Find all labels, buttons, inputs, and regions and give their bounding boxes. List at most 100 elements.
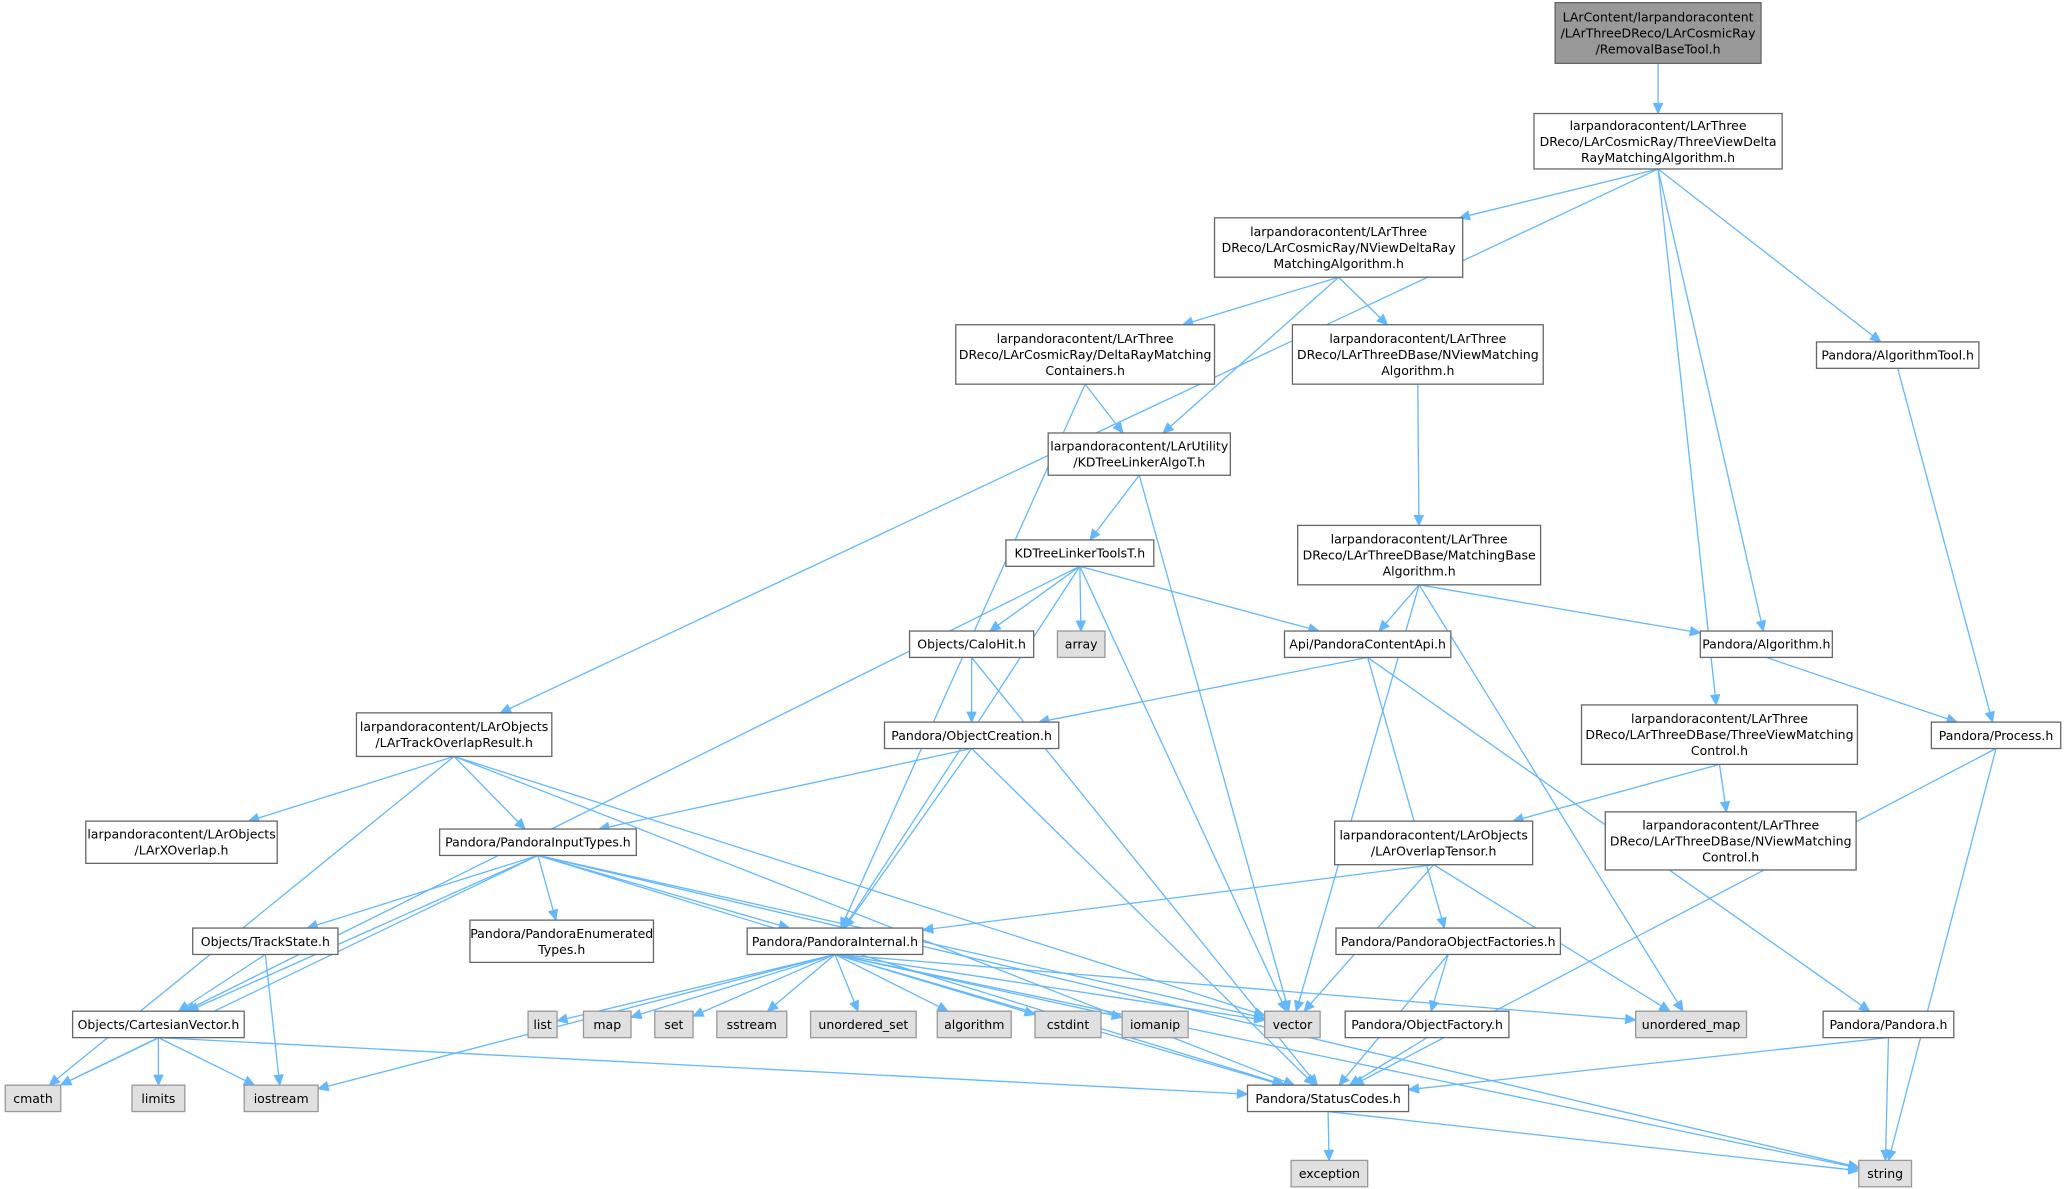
node-pandora-pandora-h[interactable]: Pandora/Pandora.h [1822, 1010, 1955, 1039]
node-pandora-pandoraobjectfactories-h[interactable]: Pandora/PandoraObjectFactories.h [1335, 927, 1562, 956]
node-label-line: iostream [254, 1091, 309, 1106]
node-pandora-objectcreation-h[interactable]: Pandora/ObjectCreation.h [883, 721, 1060, 750]
arrowhead-icon [1858, 1000, 1871, 1012]
node-unordered-map: unordered_map [1634, 1010, 1748, 1039]
edge-n2-n6 [1170, 276, 1340, 427]
arrowhead-icon [1294, 999, 1305, 1013]
node-label-line: larpandoracontent/LArThree [1250, 224, 1427, 239]
arrowhead-icon [1277, 999, 1287, 1013]
arrowhead-icon [1303, 1074, 1316, 1086]
node-objects-calohit-h[interactable]: Objects/CaloHit.h [908, 630, 1035, 659]
node-label-line: cstdint [1047, 1017, 1090, 1032]
edge-n19-n23 [932, 864, 1434, 930]
node-objects-cartesianvector-h[interactable]: Objects/CartesianVector.h [71, 1010, 245, 1039]
node-label-line: unordered_map [1642, 1017, 1741, 1032]
edge-n16-n43 [1890, 748, 1997, 1151]
node-larpandoracontent-larutility-kdtreelinkeralgot-h[interactable]: larpandoracontent/LArUtility/KDTreeLinke… [1047, 432, 1232, 476]
arrowhead-icon [513, 817, 526, 830]
arrowhead-icon [48, 1074, 61, 1086]
edge-layer [48, 63, 1997, 1175]
edge-n18-n25 [196, 854, 539, 1008]
edge-n15-n20 [1718, 764, 1726, 803]
node-box [1604, 811, 1857, 871]
arrowhead-icon [1253, 1013, 1266, 1024]
edge-n15-n19 [1522, 763, 1720, 820]
arrowhead-icon [1719, 800, 1731, 814]
node-larpandoracontent-larthreedreco-larcosmicray-threeviewdeltaraymatchingalgorithm-h[interactable]: larpandoracontent/LArThreeDReco/LArCosmi… [1533, 112, 1783, 170]
edge-n23-n27 [640, 953, 836, 1015]
node-label-line: Types.h [537, 942, 585, 957]
node-larpandoracontent-larthreedreco-larcosmicray-deltaraymatchingcontainers-h[interactable]: larpandoracontent/LArThreeDReco/LArCosmi… [955, 324, 1216, 385]
arrowhead-icon [1112, 421, 1124, 434]
node-pandora-statuscodes-h[interactable]: Pandora/StatusCodes.h [1246, 1084, 1410, 1113]
edge-n12-n16 [1766, 656, 1948, 720]
node-larpandoracontent-larthreedreco-larthreedbase-threeviewmatchingcontrol-h[interactable]: larpandoracontent/LArThreeDReco/LArThree… [1580, 704, 1859, 766]
node-pandora-algorithm-h[interactable]: Pandora/Algorithm.h [1699, 630, 1833, 659]
node-larpandoracontent-larthreedreco-larthreedbase-matchingbasealgorithm-h[interactable]: larpandoracontent/LArThreeDReco/LArThree… [1297, 524, 1542, 586]
node-pandora-pandorainternal-h[interactable]: Pandora/PandoraInternal.h [746, 927, 924, 956]
node-larpandoracontent-larthreedreco-larthreedbase-nviewmatchingalgorithm-h[interactable]: larpandoracontent/LArThreeDReco/LArThree… [1291, 324, 1544, 385]
node-box [1291, 324, 1544, 385]
node-algorithm: algorithm [936, 1010, 1012, 1039]
edge-n23-n26 [566, 953, 836, 1020]
node-cstdint: cstdint [1034, 1010, 1102, 1039]
node-label-line: vector [1273, 1017, 1314, 1032]
node-label-line: DReco/LArThreeDBase/ThreeViewMatching [1585, 727, 1853, 742]
edge-n23-n43 [834, 953, 1850, 1167]
arrowhead-icon [1303, 999, 1315, 1013]
edge-n25-n41 [158, 1036, 1238, 1095]
node-vector: vector [1264, 1010, 1321, 1039]
arrowhead-icon [547, 908, 559, 922]
node-label-line: DReco/LArThreeDBase/NViewMatching [1610, 833, 1852, 848]
node-box [355, 712, 553, 758]
node-pandora-objectfactory-h[interactable]: Pandora/ObjectFactory.h [1344, 1010, 1510, 1039]
edge-n11-n24 [1367, 657, 1443, 919]
node-label-line: sstream [727, 1017, 777, 1032]
edge-n18-n21 [316, 854, 539, 926]
edge-n7-n11 [1079, 565, 1310, 630]
node-larpandoracontent-larobjects-lartrackoverlapresult-h[interactable]: larpandoracontent/LArObjects/LArTrackOve… [355, 712, 553, 758]
node-box [1634, 1010, 1748, 1039]
node-label-line: /LArOverlapTensor.h [1371, 843, 1496, 858]
edge-n18-n23 [537, 854, 780, 926]
node-label-line: Objects/CartesianVector.h [78, 1017, 240, 1032]
node-objects-trackstate-h[interactable]: Objects/TrackState.h [192, 927, 339, 956]
arrowhead-icon [1338, 1073, 1350, 1087]
edge-n6-n34 [1138, 475, 1287, 1002]
node-larpandoracontent-larobjects-laroverlaptensor-h[interactable]: larpandoracontent/LArObjects/LArOverlapT… [1333, 820, 1534, 866]
edge-n11-n14 [1048, 656, 1368, 721]
arrowhead-icon [936, 1001, 950, 1012]
node-box [1121, 1010, 1189, 1039]
node-box [1246, 1084, 1410, 1113]
node-kdtreelinkertoolst-h[interactable]: KDTreeLinkerToolsT.h [1005, 539, 1155, 567]
node-pandora-process-h[interactable]: Pandora/Process.h [1930, 721, 2062, 750]
edge-n18-n22 [537, 855, 554, 911]
edge-n5-n16 [1897, 368, 1991, 713]
arrowhead-icon [242, 1075, 256, 1086]
arrowhead-icon [1984, 710, 1995, 724]
node-box [1344, 1010, 1510, 1039]
arrowhead-icon [849, 999, 859, 1013]
node-pandora-pandorainputtypes-h[interactable]: Pandora/PandoraInputTypes.h [438, 828, 637, 857]
node-api-pandoracontentapi-h[interactable]: Api/PandoraContentApi.h [1283, 630, 1452, 659]
arrowhead-icon [966, 711, 977, 724]
edge-n1-n5 [1657, 168, 1874, 337]
node-label-line: Control.h [1691, 743, 1748, 758]
arrowhead-icon [1689, 625, 1702, 637]
node-box [908, 630, 1035, 659]
edge-n23-n31 [834, 953, 940, 1008]
node-label-line: Objects/TrackState.h [201, 934, 330, 949]
arrowhead-icon [153, 1074, 164, 1087]
node-pandora-algorithmtool-h[interactable]: Pandora/AlgorithmTool.h [1815, 341, 1980, 369]
node-label-line: Pandora/StatusCodes.h [1255, 1091, 1400, 1106]
node-larpandoracontent-larthreedreco-larthreedbase-nviewmatchingcontrol-h[interactable]: larpandoracontent/LArThreeDReco/LArThree… [1604, 811, 1857, 871]
node-larcontent-larpandoracontent-larthreedreco-larcosmicray-removalbasetool-h[interactable]: LArContent/larpandoracontent/LArThreeDRe… [1554, 1, 1762, 65]
node-box [809, 1010, 917, 1039]
edge-n7-n34 [1079, 566, 1283, 1003]
node-label-line: LArContent/larpandoracontent [1563, 10, 1754, 25]
node-larpandoracontent-larthreedreco-larcosmicray-nviewdeltaraymatchingalgorithm-h[interactable]: larpandoracontent/LArThreeDReco/LArCosmi… [1213, 217, 1464, 278]
arrowhead-icon [316, 1080, 330, 1092]
edge-n23-n36 [834, 953, 1626, 1020]
node-larpandoracontent-larobjects-larxoverlap-h[interactable]: larpandoracontent/LArObjects/LArXOverlap… [85, 820, 278, 865]
